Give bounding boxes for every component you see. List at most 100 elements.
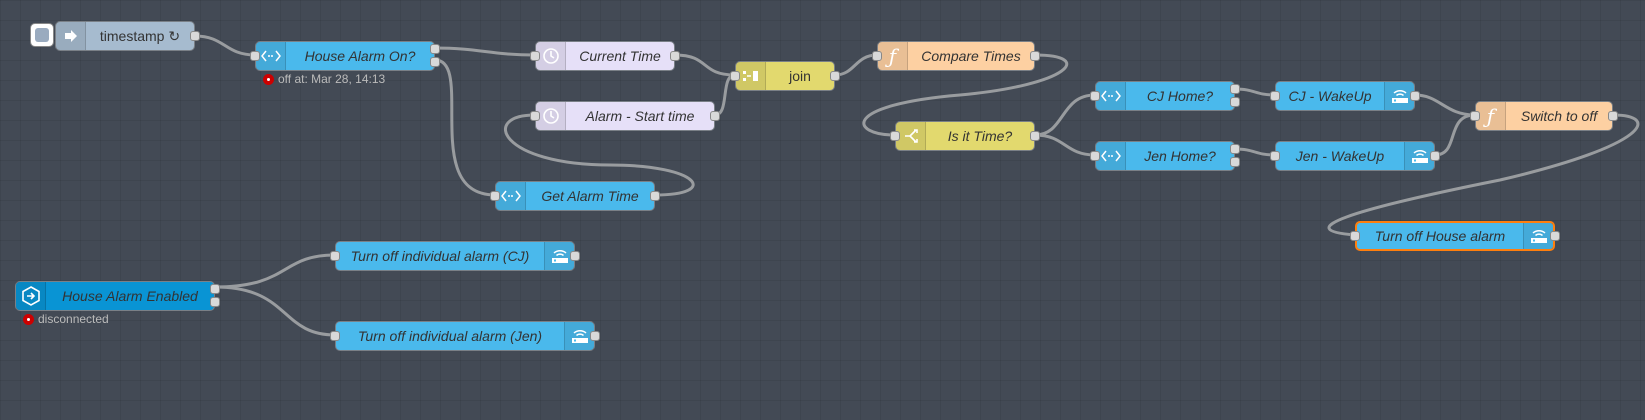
compare-times-node[interactable]: ƒ Compare Times [872,41,1040,71]
alarm-start-time-node[interactable]: Alarm - Start time [530,101,720,131]
cj-home-node[interactable]: CJ Home? [1090,81,1240,111]
input-port[interactable] [1090,91,1100,101]
output-port-2[interactable] [210,297,220,307]
status-error-icon [263,73,274,85]
wire [674,53,736,77]
node-label: House Alarm Enabled [62,288,198,304]
output-port[interactable] [590,331,600,341]
node-label: Switch to off [1520,108,1598,124]
cj-wakeup-node[interactable]: CJ - WakeUp [1270,81,1420,111]
status-error-icon [23,313,34,325]
house-alarm-enabled-node[interactable]: House Alarm Enabled [15,281,220,311]
output-port[interactable] [650,191,660,201]
status-text: off at: Mar 28, 14:13 [278,72,386,86]
input-port[interactable] [1470,111,1480,121]
input-port[interactable] [330,331,340,341]
wire [504,113,695,197]
node-label: timestamp ↻ [99,27,181,44]
router-icon [564,322,594,350]
ha-state-icon [496,182,526,210]
wire [1034,133,1096,157]
turn-off-house-alarm-node[interactable]: Turn off House alarm [1350,221,1560,251]
node-label: Alarm - Start time [585,108,695,124]
node-label: Compare Times [921,48,1021,64]
output-port-1[interactable] [210,284,220,294]
output-port-1[interactable] [1230,84,1240,94]
node-label: Jen - WakeUp [1295,148,1385,164]
output-port[interactable] [830,71,840,81]
clock-icon [536,42,566,70]
input-port[interactable] [890,131,900,141]
wire [434,58,496,197]
join-node[interactable]: join [730,61,840,91]
timestamp-node[interactable]: timestamp ↻ [55,21,200,51]
router-icon [1523,223,1553,249]
output-port[interactable] [1430,151,1440,161]
ha-state-icon [1096,142,1126,170]
wire [1234,147,1276,157]
output-port[interactable] [1030,131,1040,141]
status-text: disconnected [38,312,109,326]
input-port[interactable] [250,51,260,61]
output-port-2[interactable] [1230,97,1240,107]
wire [194,34,256,57]
is-it-time-node[interactable]: Is it Time? [890,121,1040,151]
jen-home-node[interactable]: Jen Home? [1090,141,1240,171]
node-label: join [789,68,811,84]
input-port[interactable] [1090,151,1100,161]
node-label: Get Alarm Time [541,188,639,204]
jen-wakeup-node[interactable]: Jen - WakeUp [1270,141,1440,171]
input-port[interactable] [1350,231,1360,241]
turn-off-cj-alarm-node[interactable]: Turn off individual alarm (CJ) [330,241,580,271]
output-port-1[interactable] [430,44,440,54]
wire [714,73,736,117]
node-label: CJ - WakeUp [1288,88,1372,104]
input-port[interactable] [1270,91,1280,101]
output-port-2[interactable] [430,57,440,67]
wire [1327,113,1640,237]
switch-to-off-node[interactable]: ƒ Switch to off [1470,101,1618,131]
input-port[interactable] [872,51,882,61]
input-port[interactable] [530,51,540,61]
router-icon [1404,142,1434,170]
input-port[interactable] [730,71,740,81]
wire [434,46,536,57]
output-port[interactable] [710,111,720,121]
output-port[interactable] [1608,111,1618,121]
node-label: House Alarm On? [304,48,416,64]
arrow-right-icon [56,22,86,50]
wire [214,285,336,337]
input-port[interactable] [330,251,340,261]
ha-state-icon [256,42,286,70]
wire [834,53,878,77]
wire [214,253,336,289]
house-alarm-on-node[interactable]: House Alarm On? [250,41,440,71]
input-port[interactable] [1270,151,1280,161]
output-port[interactable] [1550,231,1560,241]
output-port-1[interactable] [1230,144,1240,154]
get-alarm-time-node[interactable]: Get Alarm Time [490,181,660,211]
current-time-node[interactable]: Current Time [530,41,680,71]
node-label: CJ Home? [1146,88,1214,104]
output-port[interactable] [670,51,680,61]
function-icon: ƒ [878,42,908,70]
turn-off-jen-alarm-node[interactable]: Turn off individual alarm (Jen) [330,321,600,351]
node-label: Turn off individual alarm (CJ) [350,248,530,264]
wire [1034,93,1096,137]
wire [1434,113,1476,157]
switch-icon [896,122,926,150]
input-port[interactable] [490,191,500,201]
output-port[interactable] [1030,51,1040,61]
node-label: Turn off individual alarm (Jen) [357,328,543,344]
node-label: Is it Time? [947,128,1013,144]
clock-icon [536,102,566,130]
ha-state-icon [1096,82,1126,110]
router-icon [1384,82,1414,110]
inject-trigger-button[interactable] [30,23,54,47]
output-port-2[interactable] [1230,157,1240,167]
output-port[interactable] [570,251,580,261]
node-label: Jen Home? [1144,148,1216,164]
output-port[interactable] [190,31,200,41]
output-port[interactable] [1410,91,1420,101]
input-port[interactable] [530,111,540,121]
